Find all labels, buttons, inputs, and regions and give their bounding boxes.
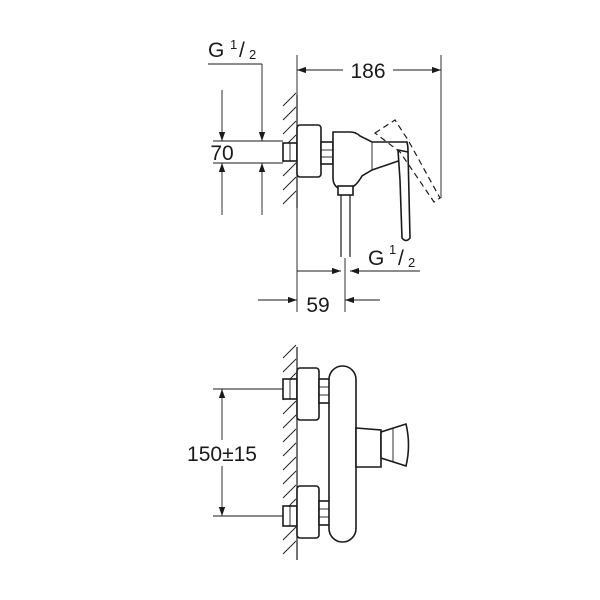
outlet-thread-denominator: 2 (408, 255, 415, 270)
inlet-thread-denominator: 2 (249, 47, 256, 62)
height-dimension-label: 70 (210, 142, 233, 165)
lever-handle (397, 149, 411, 242)
coupling-nut (320, 141, 334, 165)
outlet-offset-dimension-label: 59 (306, 294, 329, 317)
outlet-thread-label: G 1 / 2 (296, 208, 420, 312)
inlet-thread-numerator: 1 (230, 37, 237, 52)
wall-front (282, 344, 298, 560)
mixer-body-front (328, 365, 357, 543)
mixer-body (332, 131, 409, 189)
svg-text:/: / (239, 39, 245, 62)
handle-front (380, 422, 410, 468)
dimension-70: 70 (210, 90, 283, 215)
outlet-nipple (337, 185, 354, 257)
outlet-thread-numerator: 1 (389, 242, 396, 257)
front-view: 150±15 (187, 344, 410, 560)
dimension-186: 186 (296, 55, 442, 198)
dimension-59: 59 (258, 258, 380, 317)
outlet-thread-letter: G (368, 247, 384, 270)
side-view: 186 G 1 / 2 70 G 1 / 2 (208, 37, 442, 317)
depth-dimension-label: 186 (350, 60, 385, 83)
upper-connector (282, 367, 332, 421)
inlet-connector (282, 142, 298, 162)
svg-text:/: / (398, 247, 404, 270)
inlet-thread-label: G 1 / 2 (208, 37, 266, 141)
cartridge-housing (355, 427, 382, 468)
spacing-dimension-label: 150±15 (187, 443, 257, 466)
dimension-150: 150±15 (187, 388, 283, 517)
wall-flange (296, 124, 322, 178)
inlet-thread-letter: G (208, 39, 224, 62)
lower-connector (282, 485, 332, 539)
lever-open-position (373, 119, 441, 203)
